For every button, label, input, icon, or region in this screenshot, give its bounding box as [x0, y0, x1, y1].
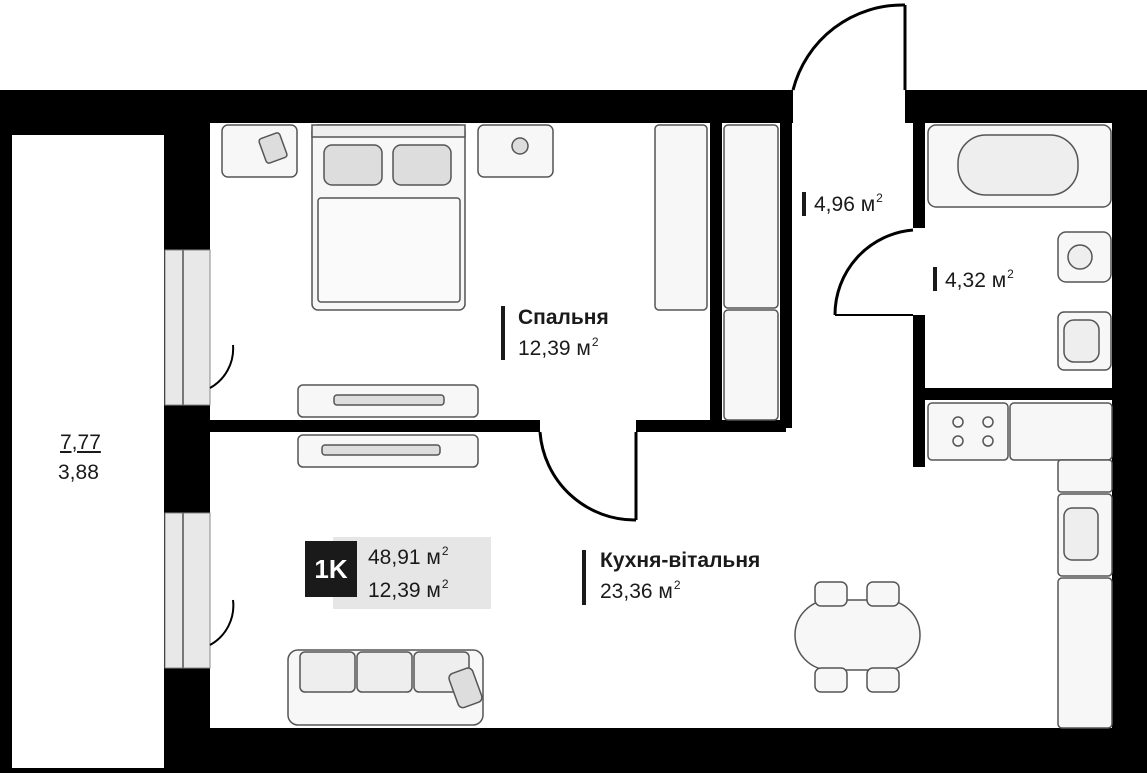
chair-icon: [866, 581, 900, 607]
bedroom-area: 12,39 м2: [518, 335, 599, 360]
hallway-wardrobe: [723, 124, 779, 421]
apartment-type-badge: 1K: [305, 541, 357, 597]
wardrobe-icon: [723, 124, 779, 309]
hallway-area: 4,96 м2: [814, 191, 883, 216]
kitchen-living-name: Кухня-вітальня: [600, 549, 761, 572]
wardrobe-icon: [654, 124, 708, 311]
door-icon: [209, 3, 914, 646]
label-marker: [933, 267, 937, 291]
kitchen-living-area: 23,36 м2: [600, 578, 681, 603]
label-marker: [582, 550, 586, 605]
balcony-value-bottom: 3,88: [58, 461, 99, 484]
chair-icon: [866, 667, 900, 693]
interior-walls: [210, 123, 1112, 467]
wardrobe-icon: [723, 309, 779, 421]
chair-icon: [814, 581, 848, 607]
living-furniture: [287, 434, 921, 726]
window-icon: [164, 249, 211, 669]
label-marker: [501, 306, 505, 360]
balcony-value-top: 7,77: [60, 431, 101, 454]
bedroom-name: Спальня: [518, 306, 609, 329]
dining-table-icon: [794, 599, 921, 671]
kitchen-fixtures: [927, 402, 1113, 729]
bathroom-area: 4,32 м2: [945, 267, 1014, 292]
balcony: [0, 90, 170, 773]
exterior-walls: [165, 90, 1147, 773]
label-marker: [802, 192, 806, 216]
chair-icon: [814, 667, 848, 693]
apartment-summary: [333, 537, 491, 609]
total-area: 48,91 м2: [368, 544, 449, 569]
stove-icon: [927, 402, 1009, 461]
bathroom-fixtures: [927, 124, 1112, 371]
bedroom-furniture: [221, 124, 708, 418]
living-area: 12,39 м2: [368, 577, 449, 602]
